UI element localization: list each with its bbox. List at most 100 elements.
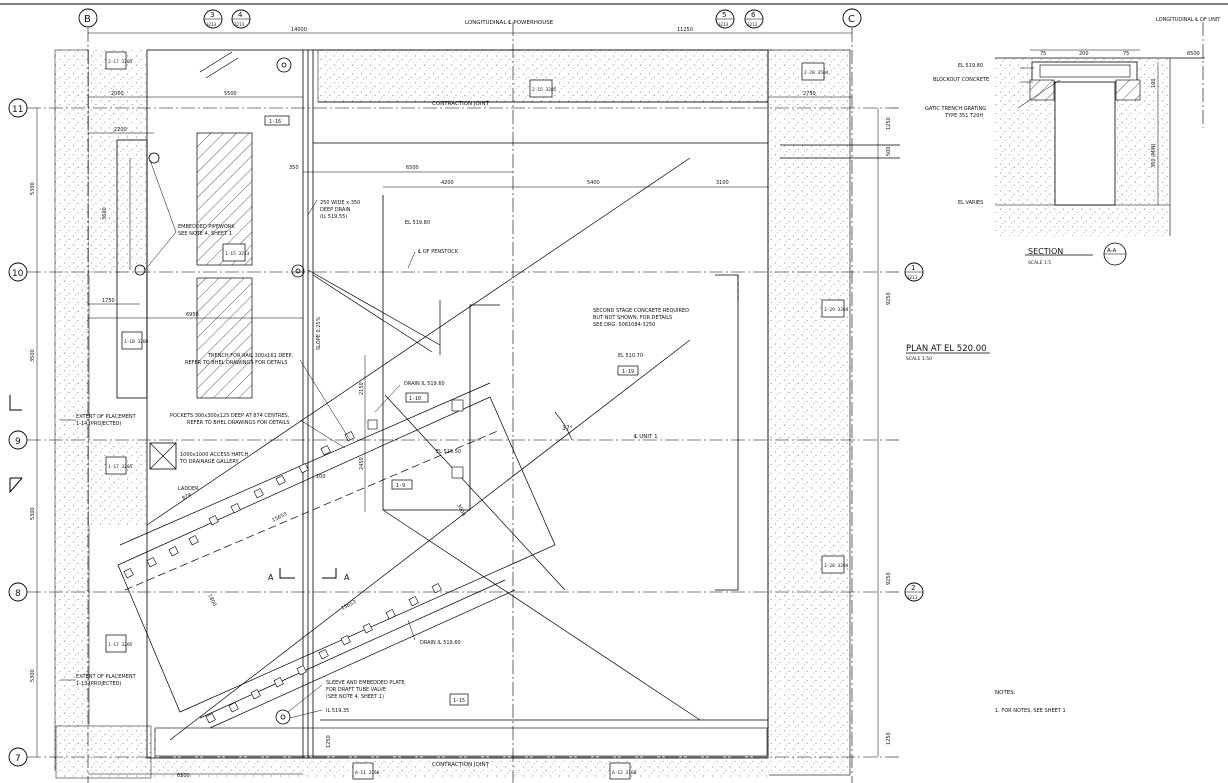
dim-6950: 6950 [186, 312, 199, 318]
grid-label-c: C [848, 14, 855, 25]
dim-1250a: 1250 [886, 117, 892, 130]
grid-bubble-b [78, 8, 98, 28]
dim-3000: 3000 [455, 503, 466, 517]
tag-text: 1-16 1-15 3213 1-18 3205 1-17 3205 1-17 … [108, 59, 849, 776]
angle-arc [554, 411, 573, 441]
access-hatch [149, 442, 177, 470]
tag-1-18: 1-18 3205 [124, 339, 149, 345]
draft-tube-geometry [117, 157, 701, 741]
tag-1-10: 1-10 [409, 396, 421, 402]
plan-scale: SCALE 1:50 [906, 356, 932, 362]
embedded-line2: SEE NOTE 4, SHEET 1 [178, 231, 232, 237]
extent-bottom-line1: EXTENT OF PLACEMENT [76, 674, 137, 680]
tag-a-11: A-11 3160 [355, 770, 380, 776]
grid-label-9: 9 [15, 437, 21, 447]
tag-2-28: 2-28 3504 [804, 70, 829, 76]
section-title: SECTION [1028, 247, 1063, 256]
dim-3100: 3100 [716, 180, 729, 186]
trench-line1: TRENCH FOR RAIL 300x161 DEEP, [207, 353, 294, 359]
tag-1-17a: 1-17 3205 [108, 464, 133, 470]
el-510-70: EL 510.70 [618, 353, 643, 359]
tag-boxes [105, 51, 845, 780]
second-stage-line2: BUT NOT SHOWN, FOR DETAILS [593, 315, 672, 321]
section-detail-text: SECTION SCALE 1:5 A-A EL 519.80 EL VARIE… [925, 51, 1200, 266]
section-cut-markers [9, 395, 337, 579]
top-pipe [199, 51, 239, 79]
tag-1-29: 1-29 3204 [824, 307, 849, 313]
grid-lines [27, 22, 1204, 783]
notes-heading: NOTES: [995, 690, 1016, 696]
angle-label: 37° [562, 425, 573, 432]
section-scale: SCALE 1:5 [1028, 260, 1051, 266]
dim-1800: 1800 [206, 593, 217, 607]
dim-2000: 2000 [111, 91, 124, 97]
il-519-35: IL 519.35 [326, 708, 349, 714]
sleeve-line3: (SEE NOTE 4, SHEET 1) [326, 694, 384, 700]
sleeve-line1: SLEEVE AND EMBEDDED PLATE [326, 680, 405, 686]
pockets-line2: REFER TO BHEL DRAWINGS FOR DETAILS [187, 420, 290, 426]
section-ref-4: 3213 [234, 22, 245, 27]
dim-9250a: 9250 [886, 292, 892, 305]
section-dim-6500: 6500 [1187, 51, 1200, 57]
unit-label: ℄ UNIT 1 [634, 433, 658, 440]
extent-top-line1: EXTENT OF PLACEMENT [76, 414, 137, 420]
dim-5300c: 5300 [30, 669, 36, 682]
section-num-3: 3 [210, 11, 214, 19]
section-mark: A-A [1107, 248, 1117, 254]
grid-label-11: 11 [12, 105, 23, 115]
dim-2750: 2750 [803, 91, 816, 97]
dim-350: 350 [289, 165, 299, 171]
tag-1-28: 1-28 3204 [824, 563, 849, 569]
right-num-1: 1 [911, 264, 915, 272]
tag-1-19: 1-19 [622, 369, 634, 375]
dim-5300b: 5300 [30, 507, 36, 520]
dim-14000: 14000 [291, 27, 307, 33]
structure-outlines [116, 49, 900, 759]
contraction-joint-top: CONTRACTION JOINT [432, 101, 490, 107]
tag-2-15: 2-15 3205 [532, 87, 557, 93]
grid-bubble-10 [8, 262, 28, 282]
embedded-line1: EMBEDDED PIPEWORK [178, 224, 235, 230]
slope-label: SLOPE 0.25% [316, 316, 322, 350]
leader-lines [60, 159, 416, 719]
grid-bubble-text: B C 11 10 9 8 7 3 3213 4 3213 5 3213 6 3… [12, 11, 918, 764]
dim-15653b: 15653 [340, 599, 357, 612]
extent-top-line2: 1-14 (PROJECTED) [76, 421, 122, 427]
powerhouse-centerline-label: LONGITUDINAL ℄ POWERHOUSE [465, 19, 554, 26]
section-a-a-detail [995, 49, 1205, 266]
deep-drain-line3: (IL 519.55) [320, 214, 347, 220]
dim-5300a: 5300 [30, 182, 36, 195]
el-519-50: EL 519.50 [436, 449, 461, 455]
section-num-5: 5 [722, 11, 726, 19]
dimension-text: 14000 11250 2000 5500 2750 2200 350 6500… [30, 27, 892, 779]
header-labels: LONGITUDINAL ℄ POWERHOUSE LONGITUDINAL ℄… [465, 17, 1221, 26]
tag-a-12: A-12 3160 [612, 770, 637, 776]
plan-title: PLAN AT EL 520.00 [906, 344, 987, 354]
section-dim-200: 200 [1079, 51, 1089, 57]
pipe-markers [134, 57, 305, 725]
notes-item-1: 1. FOR NOTES, SEE SHEET 1 [995, 708, 1066, 714]
notes-block: NOTES: 1. FOR NOTES, SEE SHEET 1 [995, 690, 1066, 714]
grid-bubble-11 [8, 98, 28, 118]
tag-2-17: 2-17 3205 [108, 59, 133, 65]
dim-2150: 2150 [359, 382, 365, 395]
section-dim-350: 350 (MIN) [1151, 143, 1157, 168]
concrete-regions [54, 49, 851, 779]
tag-1-15b: 1-15 [453, 698, 465, 704]
section-ref-5: 3213 [718, 22, 729, 27]
ladder-label: LADDER [178, 486, 199, 492]
drain-label-bottom: DRAIN IL 519.60 [420, 640, 461, 646]
dim-6500: 6500 [406, 165, 419, 171]
penstock-label: ℄ OF PENSTOCK [418, 249, 459, 255]
dim-5400: 5400 [587, 180, 600, 186]
grid-label-b: B [84, 14, 91, 25]
deep-drain-line1: 250 WIDE x 350 [320, 200, 360, 206]
section-el-top: EL 519.80 [958, 63, 983, 69]
dim-11250: 11250 [677, 27, 693, 33]
dim-3500: 3500 [30, 349, 36, 362]
grid-bubble-8 [8, 582, 28, 602]
dim-1250b: 1250 [886, 732, 892, 745]
section-a-right: A [344, 573, 350, 582]
deep-drain-line2: DEEP DRAIN [320, 207, 351, 213]
